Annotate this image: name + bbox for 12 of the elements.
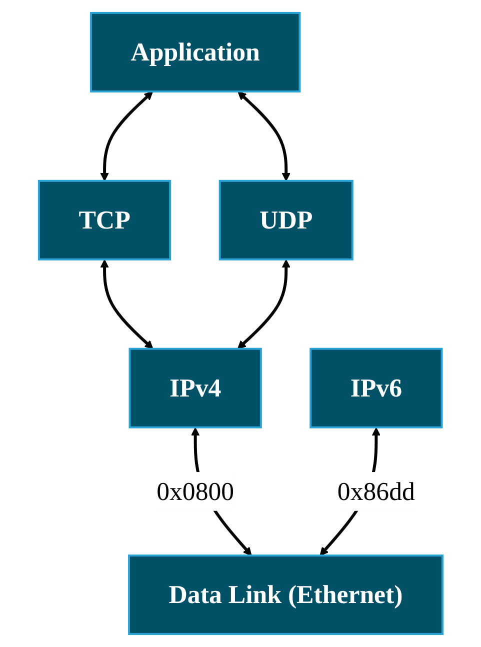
edge-label: 0x86dd <box>337 477 415 506</box>
arrow <box>100 91 153 182</box>
node-box: IPv4 <box>128 348 262 428</box>
node-box: IPv6 <box>309 348 443 428</box>
node-box: TCP <box>38 180 171 260</box>
node-box: Application <box>90 12 300 92</box>
arrow <box>237 91 290 182</box>
arrow <box>237 259 290 350</box>
edge-label: 0x0800 <box>156 477 234 506</box>
arrow <box>100 259 154 350</box>
node-box: UDP <box>218 180 354 260</box>
node-box: Data Link (Ethernet) <box>128 554 444 636</box>
